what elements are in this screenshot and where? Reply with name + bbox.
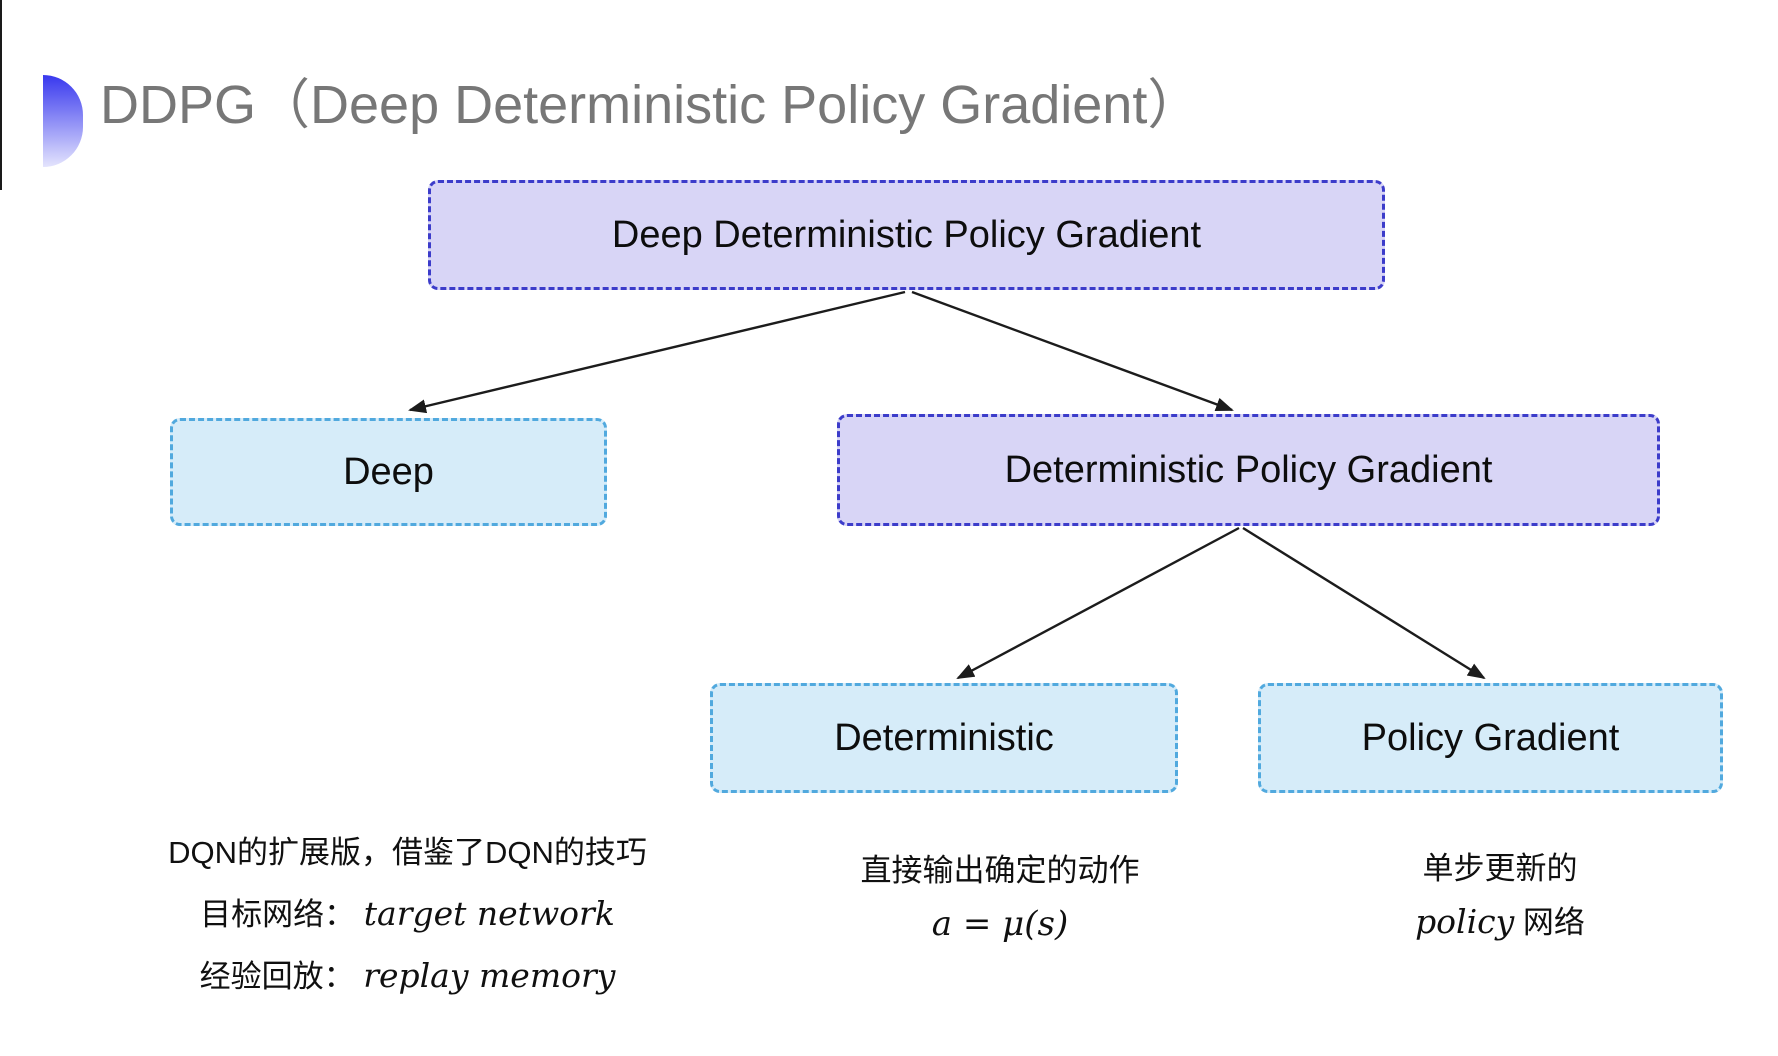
annotation-policy-gradient-line2: policy 网络 xyxy=(1340,900,1660,945)
annotation-dqn-line3-value: replay memory xyxy=(363,956,616,996)
annotation-deterministic-line1: 直接输出确定的动作 xyxy=(860,853,1140,888)
annotation-dqn-line3-label: 经验回放： xyxy=(199,959,355,995)
arrow-dpg-to-policy-gradient xyxy=(1242,526,1486,680)
annotation-policy-gradient-line2-italic: policy xyxy=(1415,901,1515,941)
node-root: Deep Deterministic Policy Gradient xyxy=(428,180,1385,290)
node-policy-gradient-label: Policy Gradient xyxy=(1361,716,1620,759)
annotation-policy-gradient: 单步更新的 policy 网络 xyxy=(1340,848,1660,944)
annotation-dqn-line2-label: 目标网络： xyxy=(200,896,356,932)
arrow-dpg-to-deterministic xyxy=(956,526,1240,680)
annotation-dqn: DQN的扩展版，借鉴了DQN的技巧 目标网络： target network 经… xyxy=(125,832,690,999)
annotation-dqn-line2-value: target network xyxy=(363,893,615,933)
arrow-root-to-dpg xyxy=(911,290,1234,412)
node-deep-label: Deep xyxy=(343,450,434,493)
node-deterministic: Deterministic xyxy=(710,683,1178,793)
left-edge-line xyxy=(0,0,2,190)
annotation-deterministic-formula: a = μ(s) xyxy=(931,903,1069,944)
annotation-policy-gradient-line2-rest: 网络 xyxy=(1514,904,1585,940)
annotation-dqn-line1: DQN的扩展版，借鉴了DQN的技巧 xyxy=(168,835,647,870)
node-deterministic-label: Deterministic xyxy=(834,716,1054,759)
annotation-dqn-line2: 目标网络： target network xyxy=(125,892,690,937)
page-title: DDPG（Deep Deterministic Policy Gradient） xyxy=(100,75,1202,135)
annotation-policy-gradient-line1: 单步更新的 xyxy=(1422,851,1578,886)
arrow-root-to-deep xyxy=(408,290,906,414)
node-deep: Deep xyxy=(170,418,607,526)
node-dpg-label: Deterministic Policy Gradient xyxy=(1004,448,1493,491)
node-dpg: Deterministic Policy Gradient xyxy=(837,414,1660,526)
node-policy-gradient: Policy Gradient xyxy=(1258,683,1723,793)
annotation-deterministic: 直接输出确定的动作 a = μ(s) xyxy=(790,850,1210,948)
annotation-dqn-line3: 经验回放： replay memory xyxy=(125,954,690,999)
node-root-label: Deep Deterministic Policy Gradient xyxy=(611,213,1202,256)
